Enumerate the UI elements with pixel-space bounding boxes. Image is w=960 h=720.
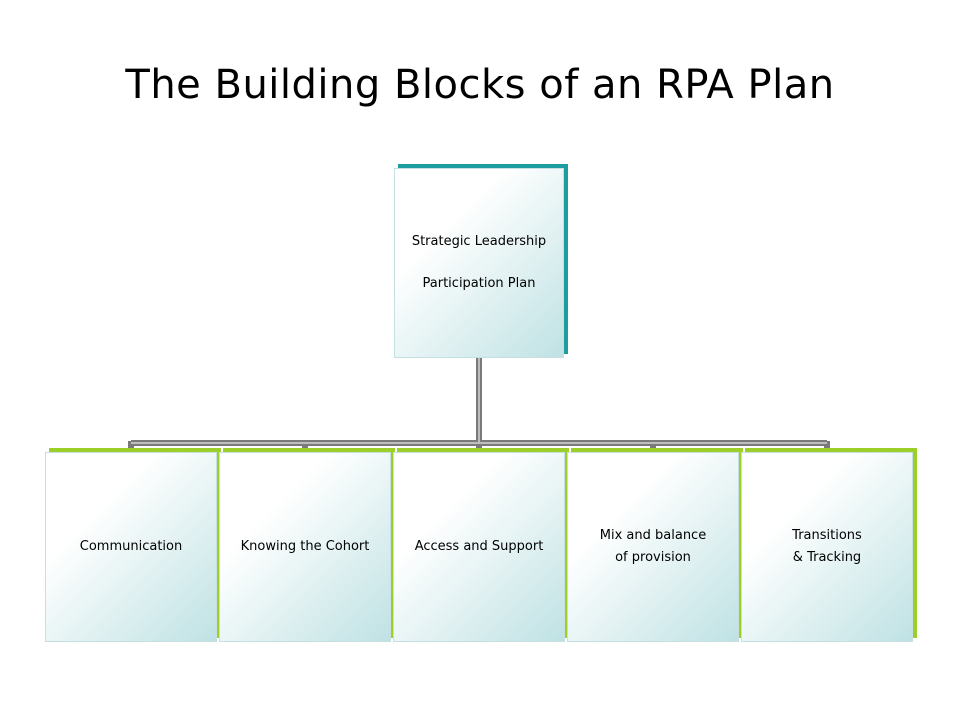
root-node-line-2: Participation Plan xyxy=(422,276,536,291)
child-node-label: Communication xyxy=(79,539,183,554)
child-node-label: Transitions & Tracking xyxy=(792,528,862,565)
child-node-mix-and-balance: Mix and balance of provision xyxy=(567,452,739,642)
root-node-strategic-leadership: Strategic Leadership Participation Plan xyxy=(394,168,564,358)
page-title: The Building Blocks of an RPA Plan xyxy=(125,62,835,108)
child-node-label: Mix and balance of provision xyxy=(599,528,707,565)
child-node-access-and-support: Access and Support xyxy=(393,452,565,642)
child-node-knowing-the-cohort: Knowing the Cohort xyxy=(219,452,391,642)
child-node-label: Access and Support xyxy=(414,539,544,554)
child-node-transitions-tracking: Transitions & Tracking xyxy=(741,452,913,642)
child-node-label: Knowing the Cohort xyxy=(240,539,370,554)
child-node-communication: Communication xyxy=(45,452,217,642)
root-node-line-1: Strategic Leadership xyxy=(411,234,547,249)
